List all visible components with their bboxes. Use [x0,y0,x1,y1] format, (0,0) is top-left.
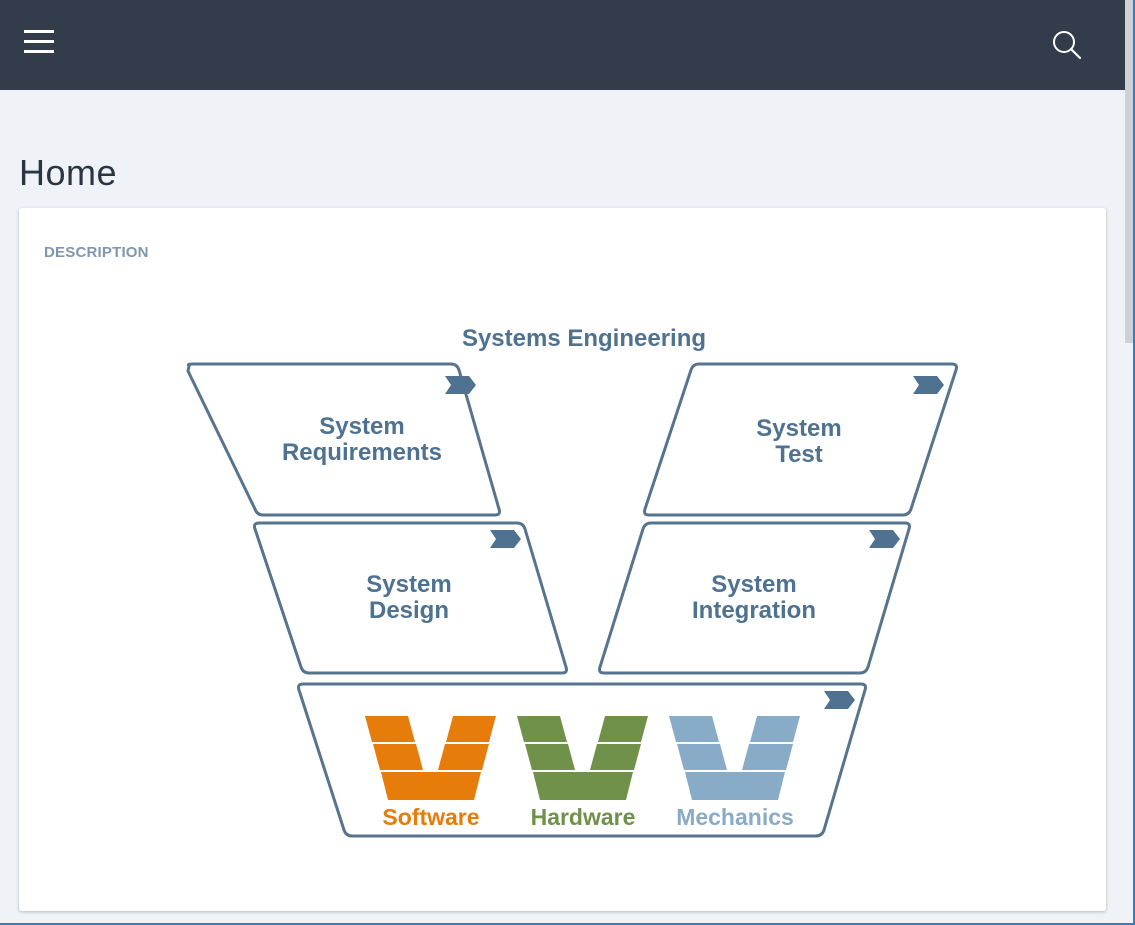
v-logo-segment [381,772,481,800]
chevron-tag-icon [824,691,855,709]
v-logo-segment [742,744,793,770]
domain-software: Software [365,716,496,830]
v-logo-segment [750,716,800,742]
box-label-line1: System [756,415,841,442]
hamburger-menu-icon-bar [24,50,54,53]
search-icon [1053,31,1082,60]
box-domains[interactable]: Software Hardware Mechanics [297,682,867,838]
vertical-scrollbar[interactable] [1125,0,1135,925]
description-card: DESCRIPTION Systems Engineering System R… [19,208,1106,911]
v-logo-segment [373,744,423,770]
domain-label: Mechanics [676,804,794,830]
v-logo-segment [446,716,496,742]
hamburger-menu-icon [24,30,54,33]
v-logo-segment [525,744,575,770]
v-logo-segment [533,772,633,800]
page-title: Home [19,152,118,193]
v-logo-segment [685,772,785,800]
v-logo-segment [669,716,719,742]
box-label-line1: System [366,571,451,598]
top-bar [0,0,1125,90]
scrollbar-thumb[interactable] [1125,0,1134,343]
systems-engineering-diagram: Systems Engineering System Requirements … [179,316,959,846]
domain-hardware: Hardware [517,716,648,830]
box-system-design[interactable]: System Design [253,521,568,675]
box-label-line2: Integration [692,597,816,624]
window-edge-bottom [0,923,1135,925]
chevron-tag-icon [490,530,521,548]
box-system-requirements[interactable]: System Requirements [186,362,501,517]
domain-label: Hardware [531,804,636,830]
hamburger-menu-icon-bar [24,40,54,43]
hamburger-menu-button[interactable] [22,28,56,56]
domain-mechanics: Mechanics [669,716,800,830]
section-label-description: DESCRIPTION [44,244,149,261]
box-label-line2: Design [369,597,449,624]
chevron-tag-icon [869,530,900,548]
v-logo-segment [365,716,415,742]
box-label-line1: System [711,571,796,598]
search-button[interactable] [1050,28,1084,62]
diagram-title: Systems Engineering [462,325,706,352]
chevron-tag-icon [913,376,944,394]
v-logo-segment [590,744,641,770]
v-logo-segment [517,716,567,742]
domain-label: Software [382,804,479,830]
window-edge-right [1133,0,1135,925]
v-logo-segment [438,744,489,770]
chevron-tag-icon [445,376,476,394]
box-label-line2: Test [775,441,823,468]
box-system-test[interactable]: System Test [643,362,958,517]
box-label-line1: System [319,413,404,440]
v-logo-segment [598,716,648,742]
box-label-line2: Requirements [282,439,442,466]
box-system-integration[interactable]: System Integration [598,521,911,675]
v-logo-segment [677,744,727,770]
